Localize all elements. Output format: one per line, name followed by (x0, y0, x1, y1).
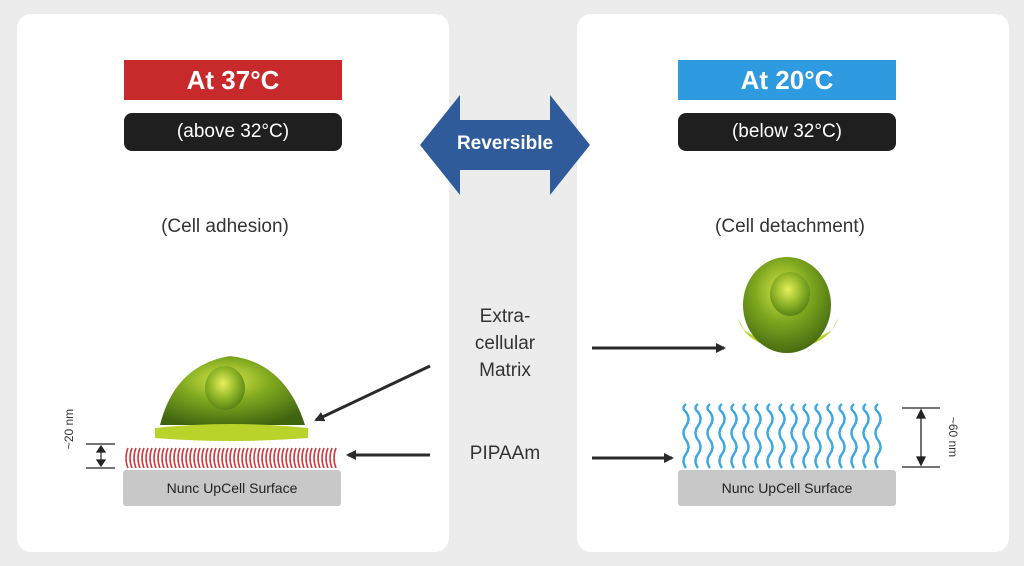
adhered-cell (155, 356, 308, 441)
collapsed-chain (137, 447, 141, 469)
left-temperature-subheader: (above 32°C) (124, 113, 342, 151)
collapsed-chain (125, 447, 129, 469)
collapsed-chain (309, 447, 313, 469)
collapsed-chain (233, 447, 237, 469)
collapsed-chain (201, 447, 205, 469)
collapsed-chain (193, 447, 197, 469)
left-temperature-header: At 37°C (124, 60, 342, 100)
extended-chain (802, 403, 810, 469)
left-caption: (Cell adhesion) (161, 216, 289, 237)
collapsed-chain (321, 447, 325, 469)
collapsed-chain (169, 447, 173, 469)
collapsed-chain (217, 447, 221, 469)
collapsed-chain (197, 447, 201, 469)
left-thickness-indicator (86, 443, 115, 469)
collapsed-chain (301, 447, 305, 469)
collapsed-chain (165, 447, 169, 469)
collapsed-chain (293, 447, 297, 469)
collapsed-chain (333, 447, 337, 469)
reversible-label: Reversible (456, 133, 554, 154)
extended-chain (730, 403, 738, 469)
ecm-label-line-3: Matrix (479, 360, 531, 381)
right-thickness-indicator (902, 407, 940, 468)
collapsed-chain (225, 447, 229, 469)
ecm-label: Extra- cellular Matrix (455, 303, 555, 384)
collapsed-chain (177, 447, 181, 469)
collapsed-chain (281, 447, 285, 469)
collapsed-chain (129, 447, 133, 469)
pipaam-label: PIPAAm (469, 443, 541, 464)
collapsed-chain (157, 447, 161, 469)
left-surface: Nunc UpCell Surface (123, 470, 341, 506)
collapsed-chain (261, 447, 265, 469)
collapsed-chain (153, 447, 157, 469)
collapsed-chain (289, 447, 293, 469)
right-temperature-header: At 20°C (678, 60, 896, 100)
collapsed-chain (205, 447, 209, 469)
collapsed-chain (305, 447, 309, 469)
pipaam-layer-extended (682, 403, 882, 469)
collapsed-chain (173, 447, 177, 469)
reversible-arrow (420, 95, 590, 195)
left-panel (17, 14, 449, 552)
extended-chain (814, 403, 822, 469)
collapsed-chain (297, 447, 301, 469)
collapsed-chain (213, 447, 217, 469)
extended-chain (718, 403, 726, 469)
extended-chain (706, 403, 714, 469)
extended-chain (862, 403, 870, 469)
extended-chain (694, 403, 702, 469)
ecm-arrow-left (314, 364, 431, 422)
collapsed-chain (181, 447, 185, 469)
ecm-label-line-1: Extra- (479, 306, 531, 327)
right-temperature-subheader: (below 32°C) (678, 113, 896, 151)
collapsed-chain (313, 447, 317, 469)
collapsed-chain (257, 447, 261, 469)
collapsed-chain (329, 447, 333, 469)
collapsed-chain (325, 447, 329, 469)
collapsed-chain (253, 447, 257, 469)
extended-chain (874, 403, 882, 469)
right-caption: (Cell detachment) (715, 216, 865, 237)
extended-chain (682, 403, 690, 469)
extended-chain (850, 403, 858, 469)
collapsed-chain (221, 447, 225, 469)
collapsed-chain (249, 447, 253, 469)
collapsed-chain (285, 447, 289, 469)
pipaam-layer-collapsed (125, 447, 337, 469)
collapsed-chain (241, 447, 245, 469)
collapsed-chain (209, 447, 213, 469)
extended-chain (742, 403, 750, 469)
collapsed-chain (277, 447, 281, 469)
collapsed-chain (269, 447, 273, 469)
collapsed-chain (161, 447, 165, 469)
collapsed-chain (273, 447, 277, 469)
collapsed-chain (189, 447, 193, 469)
left-thickness-label: ~20 nm (62, 408, 76, 450)
collapsed-chain (145, 447, 149, 469)
collapsed-chain (185, 447, 189, 469)
collapsed-chain (133, 447, 137, 469)
right-surface: Nunc UpCell Surface (678, 470, 896, 506)
collapsed-chain (229, 447, 233, 469)
ecm-label-line-2: cellular (474, 333, 536, 354)
collapsed-chain (317, 447, 321, 469)
collapsed-chain (149, 447, 153, 469)
extended-chain (754, 403, 762, 469)
collapsed-chain (245, 447, 249, 469)
extended-chain (838, 403, 846, 469)
extended-chain (790, 403, 798, 469)
extended-chain (778, 403, 786, 469)
extended-chain (766, 403, 774, 469)
collapsed-chain (141, 447, 145, 469)
extended-chain (826, 403, 834, 469)
right-thickness-label: ~60 nm (946, 416, 960, 458)
collapsed-chain (265, 447, 269, 469)
detached-cell (738, 257, 838, 353)
collapsed-chain (237, 447, 241, 469)
